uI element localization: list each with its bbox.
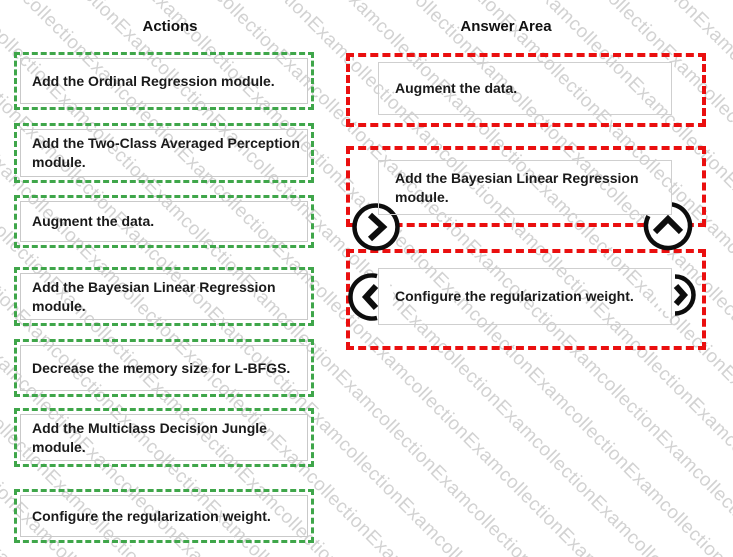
- action-tile[interactable]: Add the Bayesian Linear Regression modul…: [14, 267, 314, 326]
- action-tile-label: Augment the data.: [32, 213, 155, 229]
- action-tile-surface: Configure the regularization weight.: [20, 495, 308, 537]
- move-right-small-button[interactable]: [651, 272, 697, 318]
- chevron-left-circle-icon: [348, 273, 394, 321]
- answer-drop-slot[interactable]: [346, 53, 706, 127]
- action-tile-surface: Add the Two-Class Averaged Perception mo…: [20, 129, 308, 177]
- chevron-up-circle-icon: [643, 202, 693, 251]
- move-left-button[interactable]: [346, 271, 398, 323]
- move-right-button[interactable]: [350, 201, 402, 253]
- action-tile-label: Decrease the memory size for L-BFGS.: [32, 359, 291, 376]
- action-tile[interactable]: Add the Ordinal Regression module.: [14, 52, 314, 110]
- action-tile-label: Add the Multiclass Decision Jungle modul…: [32, 419, 267, 455]
- action-tile-surface: Augment the data.: [20, 201, 308, 242]
- answer-tile[interactable]: Augment the data.: [378, 62, 672, 115]
- action-tile[interactable]: Augment the data.: [14, 195, 314, 248]
- answer-tile[interactable]: Configure the regularization weight.: [378, 268, 672, 325]
- action-tile-surface: Add the Ordinal Regression module.: [20, 58, 308, 104]
- action-tile-label: Add the Ordinal Regression module.: [32, 72, 275, 89]
- move-up-button[interactable]: [641, 199, 695, 253]
- action-tile-label: Add the Bayesian Linear Regression modul…: [32, 278, 276, 314]
- action-tile[interactable]: Decrease the memory size for L-BFGS.: [14, 339, 314, 397]
- answer-tile-label: Augment the data.: [395, 80, 518, 96]
- answer-area-column-header: Answer Area: [460, 18, 552, 35]
- answer-tile[interactable]: Add the Bayesian Linear Regression modul…: [378, 160, 672, 215]
- answer-tile-label: Add the Bayesian Linear Regression modul…: [395, 169, 639, 205]
- chevron-right-circle-icon: [655, 274, 696, 316]
- answer-drop-slot[interactable]: [346, 146, 706, 227]
- answer-tile-label: Configure the regularization weight.: [395, 288, 634, 304]
- action-tile-label: Configure the regularization weight.: [32, 507, 271, 524]
- action-tile-surface: Add the Bayesian Linear Regression modul…: [20, 273, 308, 320]
- answer-drop-slot[interactable]: [346, 249, 706, 350]
- action-tile-label: Add the Two-Class Averaged Perception mo…: [32, 135, 300, 170]
- action-tile[interactable]: Configure the regularization weight.: [14, 489, 314, 543]
- chevron-right-circle-icon: [352, 203, 400, 251]
- action-tile-surface: Decrease the memory size for L-BFGS.: [20, 345, 308, 391]
- action-tile[interactable]: Add the Two-Class Averaged Perception mo…: [14, 123, 314, 183]
- action-tile-surface: Add the Multiclass Decision Jungle modul…: [20, 414, 308, 461]
- actions-column-header: Actions: [142, 18, 198, 35]
- action-tile[interactable]: Add the Multiclass Decision Jungle modul…: [14, 408, 314, 467]
